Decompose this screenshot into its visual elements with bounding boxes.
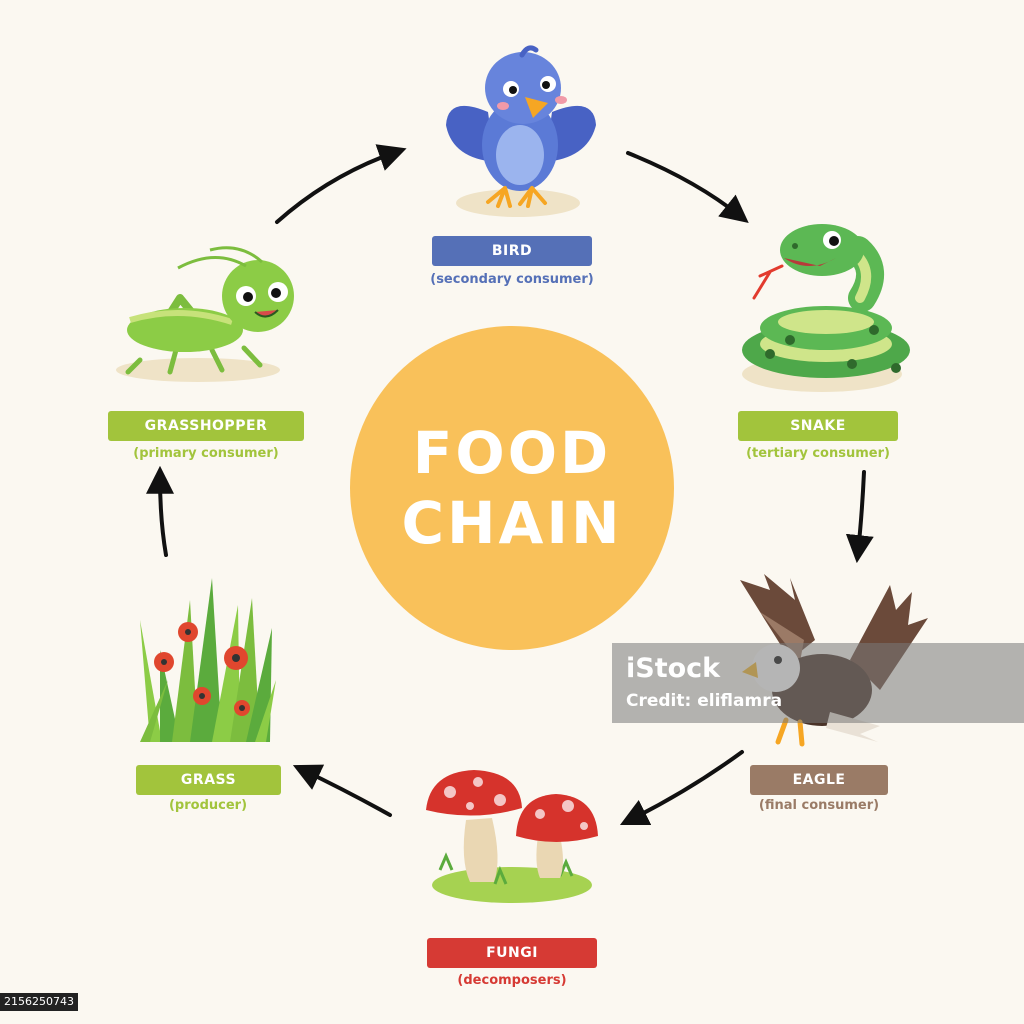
grass-label: GRASS (136, 765, 281, 795)
bird-label: BIRD (432, 236, 592, 266)
snake-label: SNAKE (738, 411, 898, 441)
watermark-banner: iStock Credit: eliflamra (612, 643, 1024, 723)
eagle-role: (final consumer) (758, 798, 880, 813)
arrow-fungi-to-grass (292, 764, 392, 817)
grasshopper-icon (116, 246, 294, 382)
title-line-2: CHAIN (401, 489, 623, 557)
arrow-snake-to-eagle (845, 470, 874, 564)
grasshopper-role: (primary consumer) (133, 446, 279, 461)
bird-role: (secondary consumer) (430, 272, 594, 287)
snake-icon (742, 224, 910, 392)
mushroom-icon (426, 770, 598, 903)
arrow-eagle-to-fungi (619, 750, 744, 826)
watermark-credit: Credit: eliflamra (626, 691, 783, 711)
stock-id-badge: 2156250743 (0, 993, 78, 1011)
fungi-label: FUNGI (427, 938, 597, 968)
arrow-grasshopper-to-bird (275, 144, 407, 224)
snake-role: (tertiary consumer) (746, 446, 890, 461)
eagle-label: EAGLE (750, 765, 888, 795)
grass-role: (producer) (168, 798, 248, 813)
fungi-role: (decomposers) (457, 973, 567, 988)
watermark-logo: iStock (626, 653, 721, 684)
arrow-grass-to-grasshopper (146, 465, 175, 557)
title-circle: FOOD CHAIN (350, 326, 674, 650)
bird-icon (446, 45, 596, 217)
arrow-bird-to-snake (626, 151, 749, 223)
title-line-1: FOOD (412, 419, 612, 487)
grass-icon (140, 578, 276, 742)
grasshopper-label: GRASSHOPPER (108, 411, 304, 441)
